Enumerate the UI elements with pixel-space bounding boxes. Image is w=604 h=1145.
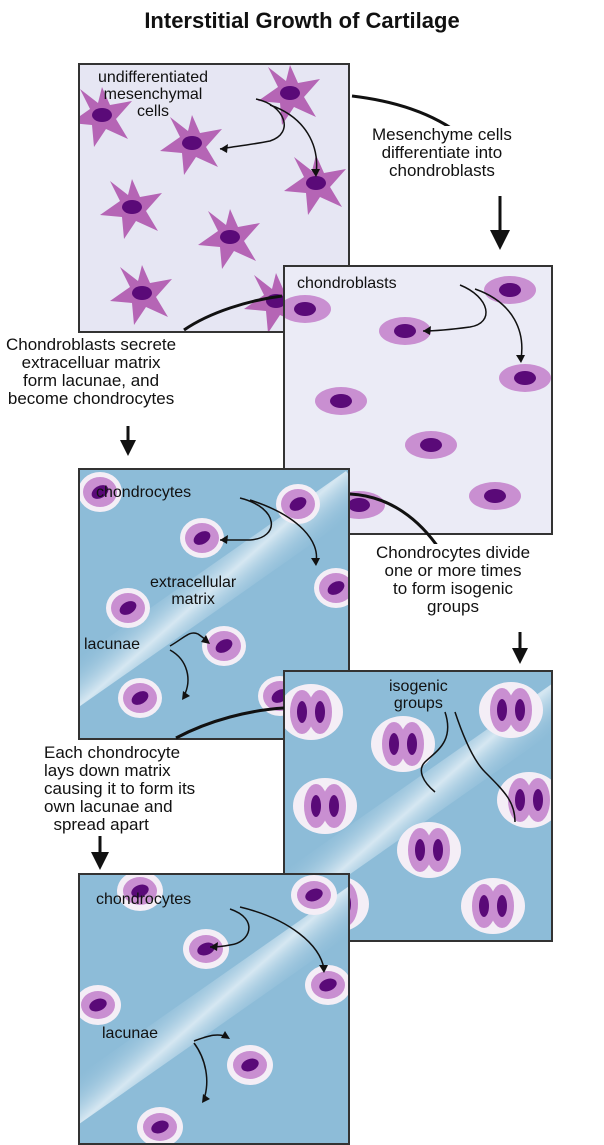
chondrocyte-cell (106, 588, 150, 628)
chondrocyte-cell (291, 875, 337, 915)
mesenchymal-cell (110, 265, 172, 325)
chondrocyte-cell (180, 518, 224, 558)
isogenic-group (461, 878, 525, 934)
step-arrow-3-head (512, 648, 528, 664)
isogenic-group (479, 682, 543, 738)
step-4-caption: Each chondrocyte lays down matrix causin… (44, 744, 195, 834)
chondrocytes-spread-illustration (80, 875, 350, 1145)
panel-chondrocytes-spread: chondrocytes lacunae (78, 873, 350, 1145)
isogenic-group (397, 822, 461, 878)
mesenchymal-cells-label: undifferentiated mesenchymal cells (98, 69, 208, 120)
step-arrow-1-head (490, 230, 510, 250)
step-2-caption: Chondroblasts secrete extracelluar matri… (6, 336, 176, 408)
mesenchymal-cell (160, 115, 222, 175)
isogenic-group (497, 772, 553, 828)
chondroblast-cell (405, 431, 457, 459)
step-arrow-4-head (91, 852, 109, 870)
chondrocytes-label-2: chondrocytes (96, 891, 191, 908)
chondroblast-cell (285, 295, 331, 323)
step-1-caption: Mesenchyme cells differentiate into chon… (372, 126, 512, 180)
isogenic-group (293, 778, 357, 834)
chondrocyte-cell (137, 1107, 183, 1145)
extracellular-matrix-label: extracellular matrix (150, 574, 236, 608)
mesenchymal-cell (198, 209, 260, 269)
chondroblast-cell (499, 364, 551, 392)
chondroblast-cell (484, 276, 536, 304)
chondrocyte-cell (183, 929, 229, 969)
mesenchymal-cell (258, 65, 320, 125)
step-3-caption: Chondrocytes divide one or more times to… (376, 544, 530, 616)
chondrocyte-cell (202, 626, 246, 666)
chondrocyte-cell (227, 1045, 273, 1085)
chondrocyte-cell (276, 484, 320, 524)
diagram-title: Interstitial Growth of Cartilage (0, 8, 604, 34)
chondrocyte-cell (314, 568, 350, 608)
isogenic-group (371, 716, 435, 772)
chondrocytes-label: chondrocytes (96, 484, 191, 501)
chondrocyte-cell (305, 965, 350, 1005)
isogenic-group (285, 684, 343, 740)
mesenchymal-cell (100, 179, 162, 239)
lacunae-label-2: lacunae (102, 1025, 158, 1042)
lacunae-label: lacunae (84, 636, 140, 653)
step-arrow-2-head (120, 440, 136, 456)
chondroblasts-label: chondroblasts (297, 275, 397, 292)
chondroblast-cell (469, 482, 521, 510)
isogenic-groups-label: isogenic groups (389, 678, 448, 712)
chondrocyte-cell (118, 678, 162, 718)
chondrocyte-cell (80, 985, 121, 1025)
chondroblast-cell (315, 387, 367, 415)
mesenchymal-cell (284, 155, 346, 215)
